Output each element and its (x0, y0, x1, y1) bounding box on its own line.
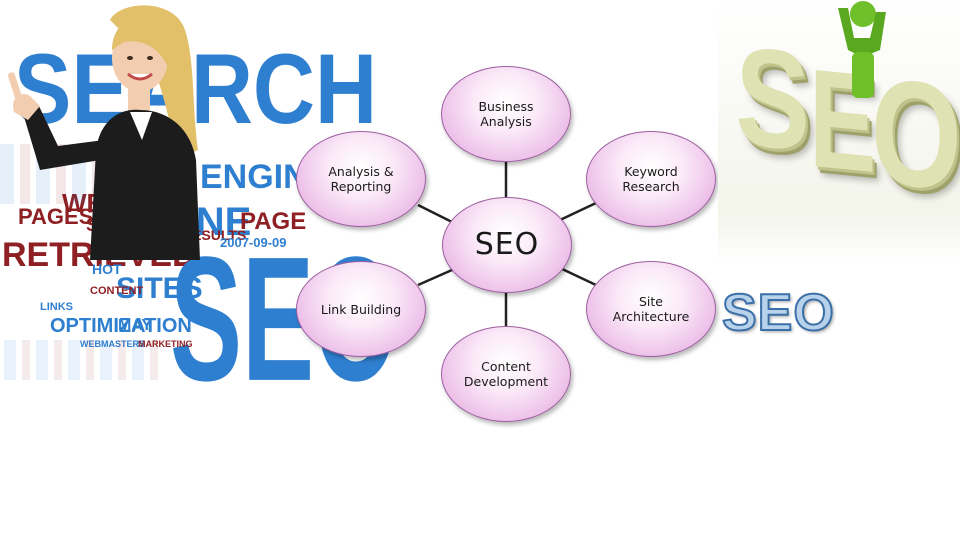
node-link-building: Link Building (296, 261, 426, 357)
node-content-development: Content Development (441, 326, 571, 422)
cloud-word: MAY (118, 317, 153, 334)
seo-3d-letters: S E O (718, 0, 960, 266)
businesswoman-pointing-image (7, 5, 200, 260)
cloud-word: SEARCH (14, 34, 378, 145)
node-analysis-reporting: Analysis & Reporting (296, 131, 426, 227)
cloud-word: PAGES (18, 204, 94, 229)
cloud-word: LINKS (40, 301, 73, 313)
cloud-word: MARKETING (138, 339, 193, 349)
seo-3d-backdrop (718, 0, 960, 266)
seo-outline-text: SEO (721, 283, 835, 343)
cloud-word: WEBMASTERS (80, 339, 145, 349)
connector-keyword-research (559, 201, 597, 222)
connector-site-architecture (559, 266, 597, 287)
cloud-word: HOT (92, 261, 122, 277)
connector-analysis-reporting (417, 203, 453, 224)
green-figure-icon (838, 1, 886, 98)
seo-center-node: SEO (442, 197, 572, 293)
node-keyword-research: Keyword Research (586, 131, 716, 227)
cloud-word: PAGE (240, 208, 307, 235)
connector-link-building (417, 268, 453, 287)
cloud-word: 2007-09-09 (220, 235, 287, 250)
node-site-architecture: Site Architecture (586, 261, 716, 357)
cloud-word: CONTENT (90, 285, 144, 297)
cloud-word: SITES (116, 272, 203, 305)
cloud-filler (4, 340, 164, 380)
node-business-analysis: Business Analysis (441, 66, 571, 162)
cloud-word: OPTIMIZATION (50, 315, 192, 337)
